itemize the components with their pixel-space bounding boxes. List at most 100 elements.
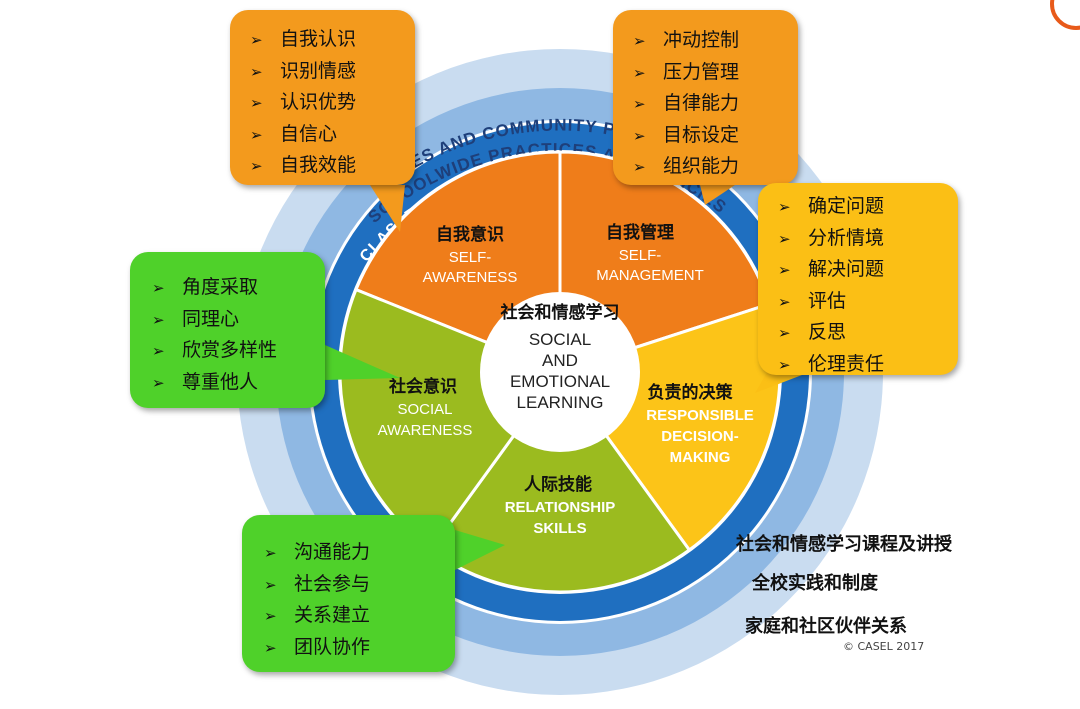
bullet-arrow-icon: ➢ <box>633 32 646 50</box>
callout-item: ➢ 自律能力 <box>633 88 798 120</box>
callout-decision-making: ➢确定问题➢分析情境➢解决问题➢评估➢反思➢伦理责任 <box>758 183 958 375</box>
decision-making-en-3: MAKING <box>670 449 731 466</box>
center-label-line-3: EMOTIONAL <box>510 372 610 391</box>
callout-item-text: 解决问题 <box>808 258 885 280</box>
callout-self-awareness: ➢自我认识 ➢ 识别情感 ➢ 认识优势 ➢ 自信心 ➢自我效能 <box>230 10 415 185</box>
callout-item: ➢压力管理 <box>633 57 798 89</box>
callout-item: ➢ 尊重他人 <box>152 367 325 399</box>
center-label-line-2: AND <box>542 351 578 370</box>
callout-item: ➢ 角度采取 <box>152 272 325 304</box>
bullet-arrow-icon: ➢ <box>778 261 791 279</box>
center-label-zh: 社会和情感学习 <box>500 302 620 323</box>
callout-item: ➢评估 <box>778 286 958 318</box>
callout-item: ➢ 沟通能力 <box>264 537 455 569</box>
callout-item-text: 自我效能 <box>280 154 357 176</box>
callout-item: ➢ 同理心 <box>152 304 325 336</box>
callout-item: ➢ 反思 <box>778 317 958 349</box>
copyright: © CASEL 2017 <box>843 640 925 653</box>
callout-item-text: 分析情境 <box>808 226 885 249</box>
bullet-arrow-icon: ➢ <box>152 373 165 392</box>
callout-item-text: 社会参与 <box>294 572 371 595</box>
bullet-arrow-icon: ➢ <box>633 95 646 113</box>
bullet-arrow-icon: ➢ <box>778 324 791 342</box>
callout-pointer-self-management <box>700 185 735 205</box>
bullet-arrow-icon: ➢ <box>633 126 646 145</box>
callout-item-text: 目标设定 <box>663 123 740 146</box>
callout-item-text: 认识优势 <box>280 91 357 113</box>
callout-item: ➢团队协作 <box>264 632 455 664</box>
bullet-arrow-icon: ➢ <box>778 198 791 216</box>
callout-list: ➢自我认识 ➢ 识别情感 ➢ 认识优势 ➢ 自信心 ➢自我效能 <box>230 10 415 182</box>
callout-pointer-social-awareness <box>325 345 400 380</box>
callout-item: ➢确定问题 <box>778 191 958 223</box>
callout-item-text: 角度采取 <box>182 276 259 298</box>
callout-item: ➢ 冲动控制 <box>633 25 798 57</box>
callout-item: ➢自我认识 <box>250 24 415 56</box>
callout-item: ➢ 目标设定 <box>633 120 798 152</box>
callout-item: ➢ 社会参与 <box>264 569 455 601</box>
callout-item-text: 压力管理 <box>663 60 740 83</box>
self-management-en-1: SELF- <box>619 247 662 264</box>
decision-making-zh: 负责的决策 <box>648 382 734 403</box>
social-awareness-en-2: AWARENESS <box>378 422 473 439</box>
callout-item-text: 评估 <box>808 289 847 312</box>
callout-item-text: 组织能力 <box>663 155 740 177</box>
self-awareness-zh: 自我意识 <box>436 224 504 245</box>
callout-item-text: 自律能力 <box>663 92 740 114</box>
callout-pointer-relationship-skills <box>455 530 505 570</box>
callout-item: ➢ 认识优势 <box>250 87 415 119</box>
callout-item: ➢ 自信心 <box>250 119 415 151</box>
bullet-arrow-icon: ➢ <box>264 544 277 562</box>
callout-item-text: 关系建立 <box>294 604 371 626</box>
bullet-arrow-icon: ➢ <box>633 158 646 176</box>
callout-pointer-self-awareness <box>370 185 405 232</box>
callout-list: ➢ 角度采取 ➢ 同理心 ➢ 欣赏多样性 ➢ 尊重他人 <box>130 252 325 398</box>
center-label-line-1: SOCIAL <box>529 330 591 349</box>
bullet-arrow-icon: ➢ <box>264 575 277 594</box>
self-management-en-2: MANAGEMENT <box>596 267 704 284</box>
center-circle <box>480 292 640 452</box>
callout-item-text: 冲动控制 <box>663 29 740 51</box>
self-management-zh: 自我管理 <box>606 222 674 243</box>
relationship-skills-en-1: RELATIONSHIP <box>505 499 616 516</box>
callout-item: ➢ 组织能力 <box>633 151 798 183</box>
callout-item-text: 欣赏多样性 <box>182 339 278 361</box>
bullet-arrow-icon: ➢ <box>778 355 791 374</box>
bullet-arrow-icon: ➢ <box>152 279 165 297</box>
bullet-arrow-icon: ➢ <box>152 310 165 329</box>
center-label-line-4: LEARNING <box>517 393 604 412</box>
legend-inner-ring: 社会和情感学习课程及讲授 <box>736 534 952 555</box>
self-awareness-en-2: AWARENESS <box>423 269 518 286</box>
legend-outer-ring: 家庭和社区伙伴关系 <box>745 616 907 637</box>
decision-making-en-2: DECISION- <box>661 428 739 445</box>
callout-self-management: ➢ 冲动控制 ➢压力管理 ➢ 自律能力 ➢ 目标设定 ➢ 组织能力 <box>613 10 798 185</box>
relationship-skills-en-2: SKILLS <box>533 520 586 537</box>
callout-list: ➢ 冲动控制 ➢压力管理 ➢ 自律能力 ➢ 目标设定 ➢ 组织能力 <box>613 10 798 183</box>
legend-middle-ring: 全校实践和制度 <box>752 573 878 594</box>
bullet-arrow-icon: ➢ <box>264 638 277 657</box>
social-awareness-en-1: SOCIAL <box>397 401 452 418</box>
callout-item: ➢ 关系建立 <box>264 600 455 632</box>
bullet-arrow-icon: ➢ <box>264 607 277 625</box>
callout-social-awareness: ➢ 角度采取 ➢ 同理心 ➢ 欣赏多样性 ➢ 尊重他人 <box>130 252 325 408</box>
callout-item-text: 同理心 <box>182 307 240 330</box>
bullet-arrow-icon: ➢ <box>250 62 263 81</box>
callout-item-text: 沟通能力 <box>294 541 371 563</box>
callout-item: ➢ 解决问题 <box>778 254 958 286</box>
callout-item-text: 反思 <box>808 321 847 343</box>
callout-item-text: 伦理责任 <box>808 352 885 375</box>
relationship-skills-zh: 人际技能 <box>524 474 592 495</box>
callout-item: ➢分析情境 <box>778 223 958 255</box>
callout-item: ➢ 欣赏多样性 <box>152 335 325 367</box>
callout-item: ➢自我效能 <box>250 150 415 182</box>
callout-item-text: 尊重他人 <box>182 370 259 393</box>
callout-item-text: 识别情感 <box>280 59 357 82</box>
decision-making-en-1: RESPONSIBLE <box>646 407 754 424</box>
bullet-arrow-icon: ➢ <box>152 342 165 360</box>
callout-item-text: 自我认识 <box>280 28 357 50</box>
self-awareness-en-1: SELF- <box>449 249 492 266</box>
bullet-arrow-icon: ➢ <box>250 125 263 144</box>
bullet-arrow-icon: ➢ <box>250 94 263 112</box>
callout-item-text: 自信心 <box>280 122 338 145</box>
